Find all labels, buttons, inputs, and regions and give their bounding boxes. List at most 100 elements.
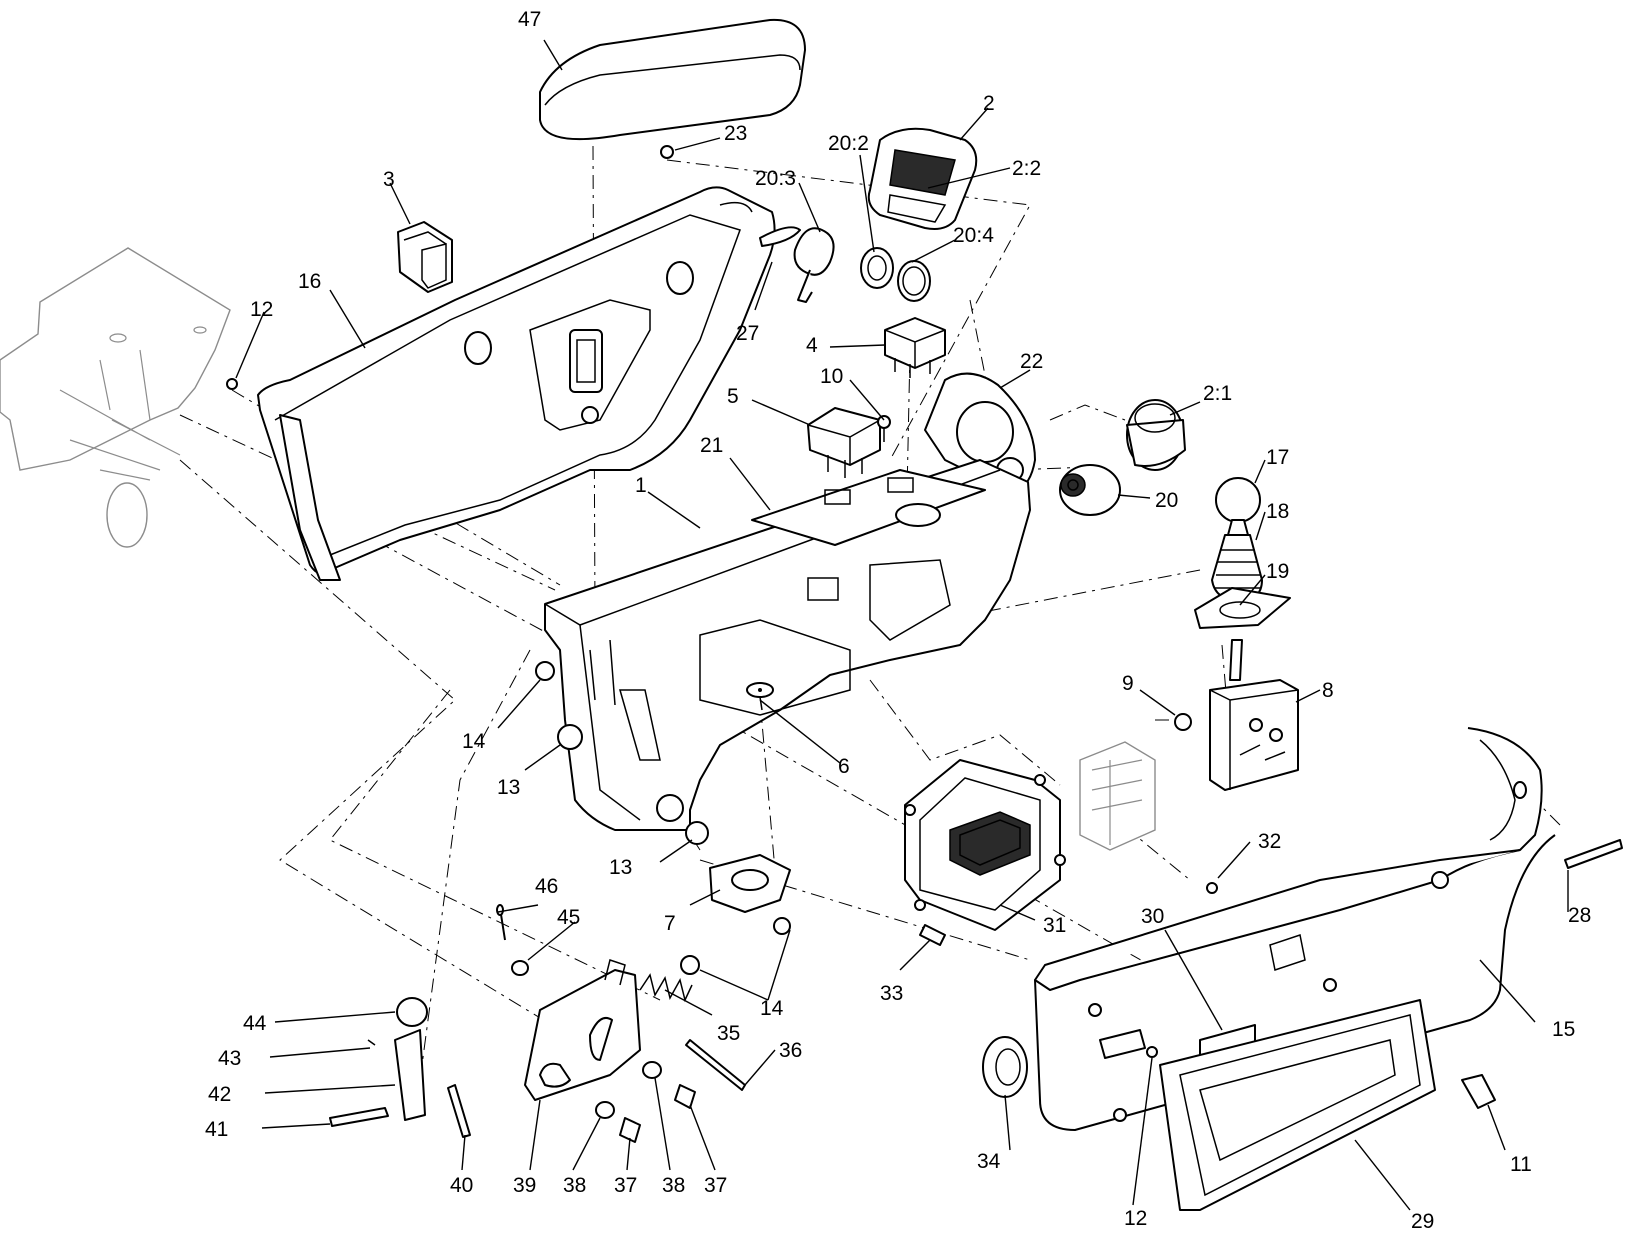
pin-6: [758, 688, 762, 692]
callout-20-2: 20:2: [828, 132, 869, 155]
bushing-13-upper: [557, 724, 583, 750]
callout-37-left: 37: [614, 1174, 637, 1197]
callout-19: 19: [1266, 560, 1289, 583]
key-rings: [860, 247, 931, 302]
callout-17: 17: [1266, 446, 1289, 469]
latch-11: [1461, 1074, 1496, 1109]
callout-31: 31: [1043, 914, 1066, 937]
leader-lines: [235, 39, 1569, 1211]
pin-28: [1564, 839, 1623, 869]
callout-38-left: 38: [563, 1174, 586, 1197]
nut-9: [1174, 713, 1192, 731]
washer-45: [511, 960, 529, 976]
callout-14-upper: 14: [462, 730, 486, 753]
side-cover-panel: [257, 186, 776, 581]
callout-8: 8: [1322, 679, 1334, 702]
ghost-seat-bracket: [0, 247, 231, 548]
callout-20: 20: [1155, 489, 1178, 512]
callout-14-lower: 14: [760, 997, 784, 1020]
bolt-37-right: [674, 1084, 696, 1109]
armrest-pad: [539, 18, 806, 141]
callout-22: 22: [1020, 350, 1043, 373]
callout-32: 32: [1258, 830, 1281, 853]
rocker-switch-5: [807, 407, 881, 478]
callout-37-right: 37: [704, 1174, 727, 1197]
nut-14-upper: [535, 661, 555, 681]
grommet-34: [982, 1036, 1028, 1098]
callout-47: 47: [518, 8, 541, 31]
bushing-13-lower: [685, 821, 709, 845]
callout-36: 36: [779, 1039, 802, 1062]
key-switch: [1059, 464, 1121, 516]
panel-overlay: [751, 469, 986, 546]
callout-39: 39: [513, 1174, 536, 1197]
callout-29: 29: [1411, 1210, 1434, 1233]
callout-28: 28: [1568, 904, 1591, 927]
callout-7: 7: [664, 912, 676, 935]
callout-13-lower: 13: [609, 856, 632, 879]
callout-labels: 47 2 23 20:2 2:2 3 20:3 20:4 16 12 27 4 …: [205, 8, 1591, 1233]
rod-36: [685, 1039, 746, 1091]
washer-38-right: [642, 1061, 662, 1079]
callout-35: 35: [717, 1022, 740, 1045]
linkage-assembly: [329, 997, 471, 1138]
callout-44: 44: [243, 1012, 267, 1035]
bolt-33: [919, 924, 946, 946]
callout-3: 3: [383, 168, 395, 191]
small-nut: [660, 145, 674, 159]
screw-10: [877, 415, 891, 442]
callout-34: 34: [977, 1150, 1001, 1173]
joystick-assembly: [1194, 477, 1299, 791]
callout-27: 27: [736, 322, 759, 345]
main-frame: [544, 459, 1031, 831]
display-unit: [867, 127, 978, 230]
screw-lower: [1146, 1046, 1158, 1058]
callout-6: 6: [838, 755, 850, 778]
callout-9: 9: [1122, 672, 1134, 695]
storage-tray: [1099, 999, 1436, 1211]
spring-35: [639, 973, 693, 1003]
callout-23: 23: [724, 122, 747, 145]
callout-4: 4: [806, 334, 818, 357]
callout-20-3: 20:3: [755, 167, 796, 190]
flange-plate: [709, 854, 791, 935]
callout-1: 1: [635, 474, 647, 497]
callout-45: 45: [557, 906, 580, 929]
mounting-plate: [924, 372, 1036, 493]
callout-20-4: 20:4: [953, 224, 994, 247]
gasket-27: [759, 226, 801, 247]
callout-12-upper: 12: [250, 298, 273, 321]
callout-2: 2: [983, 92, 995, 115]
callout-33: 33: [880, 982, 903, 1005]
callout-30: 30: [1141, 905, 1164, 928]
relay-block: [1079, 741, 1156, 851]
rocker-switch-4: [884, 317, 946, 378]
pedal-bracket: [524, 959, 641, 1101]
callout-21: 21: [700, 434, 723, 457]
callout-16: 16: [298, 270, 321, 293]
callout-38-right: 38: [662, 1174, 685, 1197]
screw-upper: [226, 378, 238, 390]
ignition-key: [793, 227, 835, 303]
callout-5: 5: [727, 385, 739, 408]
callout-43: 43: [218, 1047, 241, 1070]
callout-42: 42: [208, 1083, 231, 1106]
callout-40: 40: [450, 1174, 473, 1197]
washer-38-left: [595, 1101, 615, 1119]
callout-18: 18: [1266, 500, 1289, 523]
callout-2-2: 2:2: [1012, 157, 1041, 180]
callout-12-lower: 12: [1124, 1207, 1147, 1230]
controller-module: [904, 759, 1066, 931]
rocker-switch-3: [397, 221, 453, 293]
collar: [1126, 399, 1186, 471]
callout-13-upper: 13: [497, 776, 520, 799]
callout-10: 10: [820, 365, 843, 388]
callout-15: 15: [1552, 1018, 1575, 1041]
callout-46: 46: [535, 875, 558, 898]
nut-14-lower: [680, 955, 700, 975]
bolt-37-left: [619, 1117, 641, 1143]
callout-2-1: 2:1: [1203, 382, 1232, 405]
screw-32: [1206, 882, 1218, 894]
callout-41: 41: [205, 1118, 228, 1141]
